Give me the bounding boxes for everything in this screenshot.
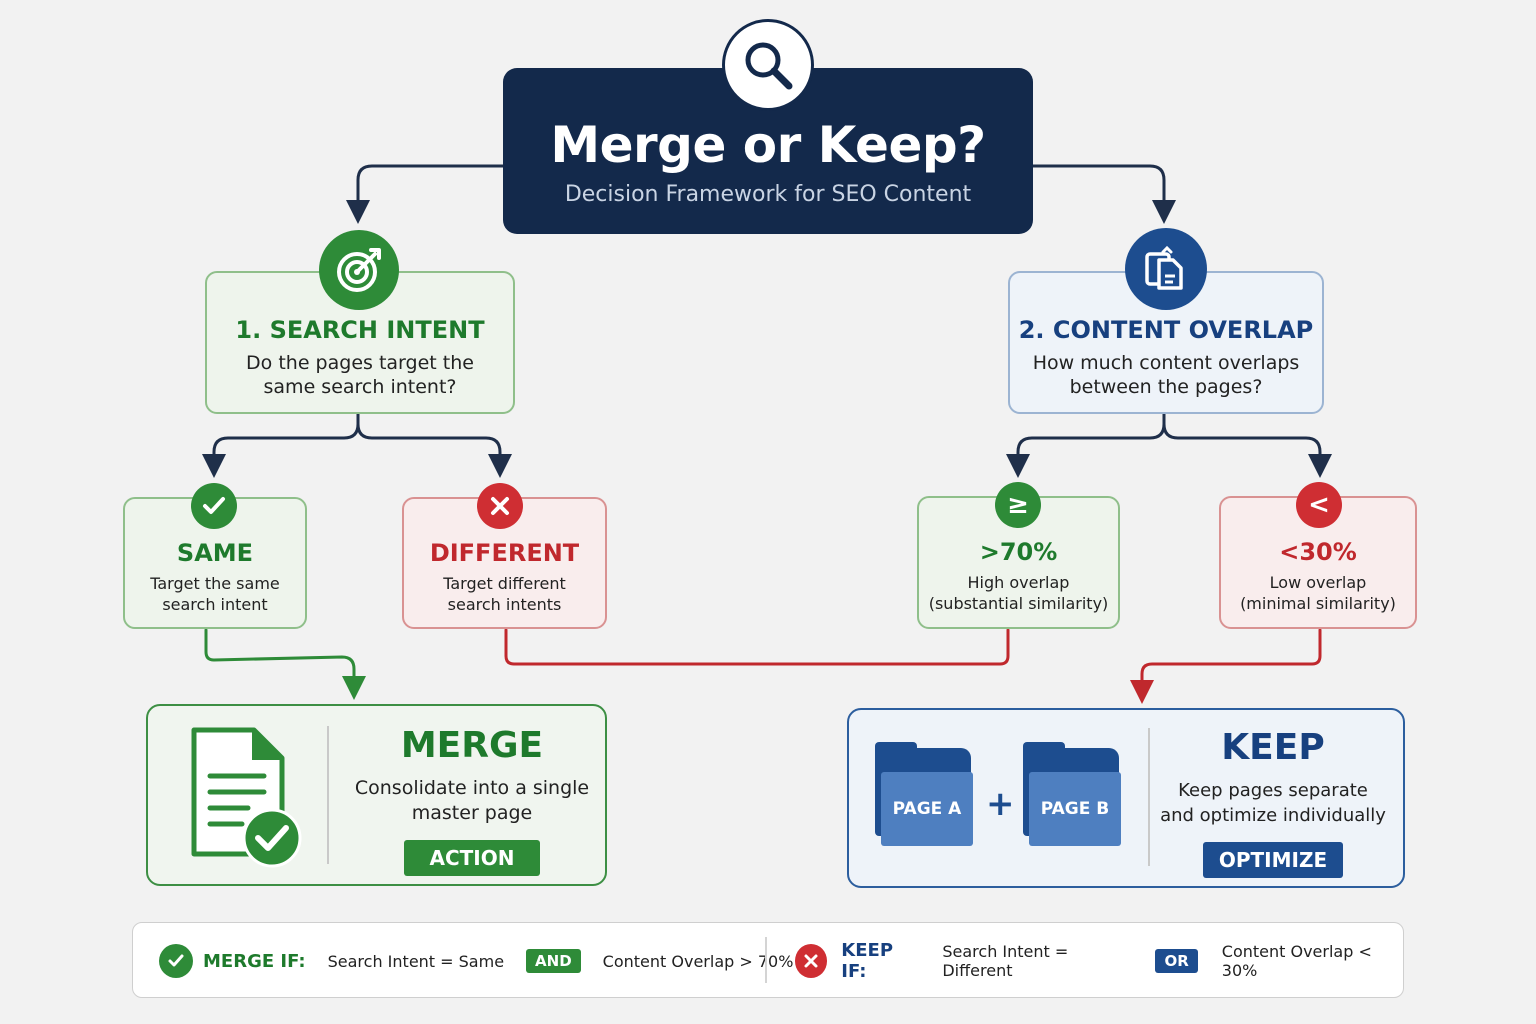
page-a-label: PAGE A	[881, 772, 973, 846]
connector-different-to-high	[504, 628, 1010, 666]
and-operator: AND	[526, 949, 581, 973]
option-title: <30%	[1279, 538, 1357, 566]
option-title: SAME	[176, 539, 254, 567]
merge-title: MERGE	[400, 725, 544, 766]
connector-same-to-merge	[204, 628, 366, 700]
action-button[interactable]: ACTION	[403, 840, 541, 876]
connector-header-to-overlap	[1031, 164, 1176, 224]
page-title: Merge or Keep?	[550, 116, 986, 174]
merge-desc-line: Consolidate into a single	[354, 777, 590, 799]
option-desc-line: High overlap	[967, 573, 1070, 592]
keep-rule-condition: Search Intent = Different	[942, 942, 1069, 980]
document-check-icon	[186, 724, 306, 874]
keep-rule-label: KEEP IF:	[841, 940, 894, 982]
option-title: DIFFERENT	[429, 539, 580, 567]
keep-description: Keep pages separate and optimize individ…	[1158, 778, 1388, 828]
step-description: Do the pages target the same search inte…	[207, 351, 513, 399]
option-desc-line: search intents	[447, 595, 562, 614]
check-circle-icon	[159, 944, 193, 978]
x-circle-icon	[795, 944, 828, 978]
merge-rule-condition: Search Intent = Same	[327, 951, 505, 971]
merge-text: MERGE Consolidate into a single master p…	[338, 726, 606, 876]
keep-divider	[1148, 728, 1150, 866]
optimize-button[interactable]: OPTIMIZE	[1202, 842, 1344, 878]
or-operator: OR	[1155, 949, 1198, 973]
option-desc-line: search intent	[162, 595, 268, 614]
magnifier-icon	[722, 19, 814, 111]
page-subtitle: Decision Framework for SEO Content	[564, 182, 972, 207]
connector-overlap-split	[1006, 412, 1166, 478]
merge-rule: MERGE IF: Search Intent = Same AND Conte…	[159, 923, 793, 999]
step-title: 2. CONTENT OVERLAP	[1018, 316, 1314, 344]
step-desc-line: How much content overlaps	[1032, 352, 1300, 374]
check-icon	[191, 483, 237, 529]
step-desc-line: Do the pages target the	[246, 352, 474, 374]
step-desc-line: same search intent?	[263, 376, 457, 398]
folder-icon: PAGE A	[875, 742, 973, 846]
greater-equal-icon: ≥	[995, 482, 1041, 528]
option-desc-line: Target the same	[150, 574, 280, 593]
merge-description: Consolidate into a single master page	[338, 776, 606, 826]
option-desc-line: (minimal similarity)	[1240, 594, 1396, 613]
merge-desc-line: master page	[411, 802, 533, 824]
keep-text: KEEP Keep pages separate and optimize in…	[1158, 728, 1388, 878]
option-description: Target different search intents	[404, 573, 605, 615]
keep-desc-line: Keep pages separate	[1178, 780, 1368, 801]
merge-result-box: MERGE Consolidate into a single master p…	[146, 704, 607, 886]
keep-title: KEEP	[1221, 727, 1325, 768]
option-desc-line: Target different	[443, 574, 566, 593]
option-title: >70%	[979, 538, 1058, 566]
connector-intent-split	[202, 412, 360, 478]
merge-rule-condition: Content Overlap > 70%	[602, 951, 794, 971]
connector-header-to-intent	[346, 164, 505, 224]
x-icon	[477, 483, 523, 529]
step-title: 1. SEARCH INTENT	[235, 316, 485, 344]
target-icon	[319, 230, 399, 310]
keep-rule: KEEP IF: Search Intent = Different OR Co…	[795, 923, 1403, 999]
option-description: High overlap (substantial similarity)	[919, 572, 1118, 614]
option-description: Target the same search intent	[125, 573, 305, 615]
step-description: How much content overlaps between the pa…	[1010, 351, 1322, 399]
less-than-icon: <	[1296, 482, 1342, 528]
keep-rule-condition: Content Overlap < 30%	[1221, 942, 1372, 980]
documents-icon	[1125, 228, 1207, 310]
option-description: Low overlap (minimal similarity)	[1221, 572, 1415, 614]
merge-divider	[327, 726, 329, 864]
option-desc-line: Low overlap	[1269, 573, 1367, 592]
merge-rule-label: MERGE IF:	[203, 950, 306, 972]
option-desc-line: (substantial similarity)	[928, 594, 1109, 613]
folder-icon: PAGE B	[1023, 742, 1121, 846]
page-b-label: PAGE B	[1029, 772, 1121, 846]
rules-bar: MERGE IF: Search Intent = Same AND Conte…	[132, 922, 1404, 998]
plus-sign: +	[986, 784, 1015, 824]
connector-low-to-keep	[1130, 628, 1322, 704]
keep-desc-line: and optimize individually	[1160, 805, 1386, 826]
step-desc-line: between the pages?	[1069, 376, 1263, 398]
rules-divider	[765, 937, 767, 983]
